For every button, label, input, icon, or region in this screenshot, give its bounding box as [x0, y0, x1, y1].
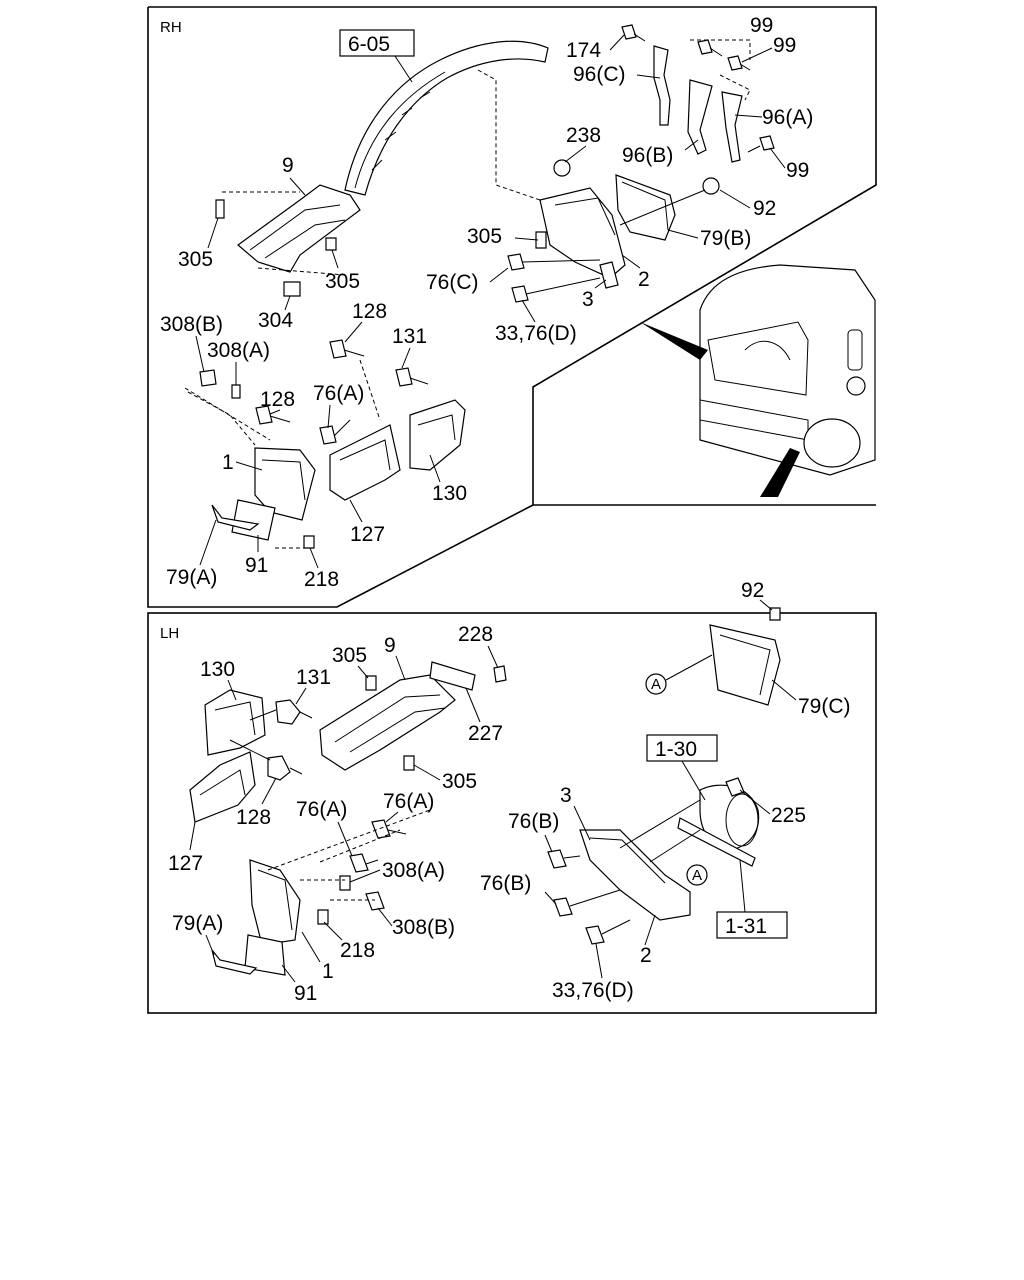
ref-box-1-31-label[interactable]: 1-31: [725, 915, 767, 938]
callout-label: 76(A): [296, 798, 347, 821]
callout-label: 99: [773, 34, 796, 57]
callout-label: 218: [340, 939, 375, 962]
callout-label: 92: [753, 197, 776, 220]
callout-label: 130: [200, 658, 235, 681]
callout-label: 92: [741, 579, 764, 602]
callout-label: 131: [392, 325, 427, 348]
rh-fender-panels: [211, 399, 466, 541]
callout-label: 96(B): [622, 144, 673, 167]
callout-label: 79(A): [172, 912, 223, 935]
callout-label: 131: [296, 666, 331, 689]
lh-dashed-leaders: [229, 709, 701, 901]
callout-label: 225: [771, 804, 806, 827]
rh-section-title: RH: [160, 19, 182, 36]
callout-label: 218: [304, 568, 339, 591]
callout-label: 308(A): [207, 339, 270, 362]
ref-box-1-30-label[interactable]: 1-30: [655, 738, 697, 761]
callout-label: 130: [432, 482, 467, 505]
callout-label: 305: [178, 248, 213, 271]
callout-label: 228: [458, 623, 493, 646]
callout-label: 9: [282, 154, 294, 177]
lh-splash-guard-9: [319, 661, 476, 771]
rh-callouts: 99 174 99 96(C) 96(A) 238 96(B) 99 9 92 …: [160, 14, 813, 591]
callout-label: 3: [560, 784, 572, 807]
rh-stays-96: [653, 45, 743, 163]
callout-label: 1: [322, 960, 334, 983]
callout-label: 76(A): [313, 382, 364, 405]
callout-label: 79(A): [166, 566, 217, 589]
ref-box-1-30[interactable]: [646, 734, 718, 762]
callout-label: 227: [468, 722, 503, 745]
callout-label: 99: [750, 14, 773, 37]
callout-label: 308(B): [392, 916, 455, 939]
callout-label: 174: [566, 39, 601, 62]
callout-label: 3: [582, 288, 594, 311]
callout-label: 128: [260, 388, 295, 411]
callout-label: 238: [566, 124, 601, 147]
callout-label: 76(B): [508, 810, 559, 833]
callout-label: 305: [332, 644, 367, 667]
truck-cab-locator: [640, 264, 876, 497]
ref-box-6-05[interactable]: [339, 29, 415, 57]
callout-label: 308(A): [382, 859, 445, 882]
lh-callouts: 92 228 305 9 130 131 227 79(C) 305 76(A)…: [168, 579, 851, 1005]
callout-label: 96(C): [573, 63, 626, 86]
callout-label: 99: [786, 159, 809, 182]
callout-label: 1: [222, 451, 234, 474]
callout-label: 76(A): [383, 790, 434, 813]
callout-label: 79(B): [700, 227, 751, 250]
rh-panel-frame: [147, 6, 877, 608]
circled-a-marker: [645, 673, 667, 695]
callout-label: 2: [640, 944, 652, 967]
rh-dashed-leaders: [184, 39, 751, 549]
lh-bracket-assembly: [579, 624, 781, 921]
callout-label: 128: [236, 806, 271, 829]
ref-box-6-05-label[interactable]: 6-05: [348, 33, 390, 56]
callout-label: 2: [638, 268, 650, 291]
callout-label: 128: [352, 300, 387, 323]
callout-label: 304: [258, 309, 293, 332]
rh-fender-arch: [344, 40, 549, 196]
callout-label: 308(B): [160, 313, 223, 336]
callout-label: 76(B): [480, 872, 531, 895]
lh-fasteners: [267, 607, 781, 945]
callout-label: 305: [442, 770, 477, 793]
callout-label: 76(C): [426, 271, 479, 294]
callout-label: 33,76(D): [552, 979, 634, 1002]
circled-a-label: A: [692, 867, 702, 884]
rh-bracket-assembly: [539, 174, 676, 289]
callout-label: 79(C): [798, 695, 851, 718]
callout-label: 127: [168, 852, 203, 875]
callout-label: 9: [384, 634, 396, 657]
circled-a-marker: [686, 864, 708, 886]
rh-fasteners: [199, 24, 775, 549]
lh-section-title: LH: [160, 625, 179, 642]
callout-label: 305: [467, 225, 502, 248]
lh-panel-frame: [147, 612, 877, 1014]
ref-box-1-31[interactable]: [716, 911, 788, 939]
callout-label: 96(A): [762, 106, 813, 129]
callout-label: 127: [350, 523, 385, 546]
callout-label: 91: [245, 554, 268, 577]
rh-splash-guard-9: [237, 184, 361, 273]
circled-a-label: A: [651, 676, 661, 693]
callout-label: 91: [294, 982, 317, 1005]
callout-label: 305: [325, 270, 360, 293]
lh-fender-panels: [189, 689, 301, 976]
callout-label: 33,76(D): [495, 322, 577, 345]
